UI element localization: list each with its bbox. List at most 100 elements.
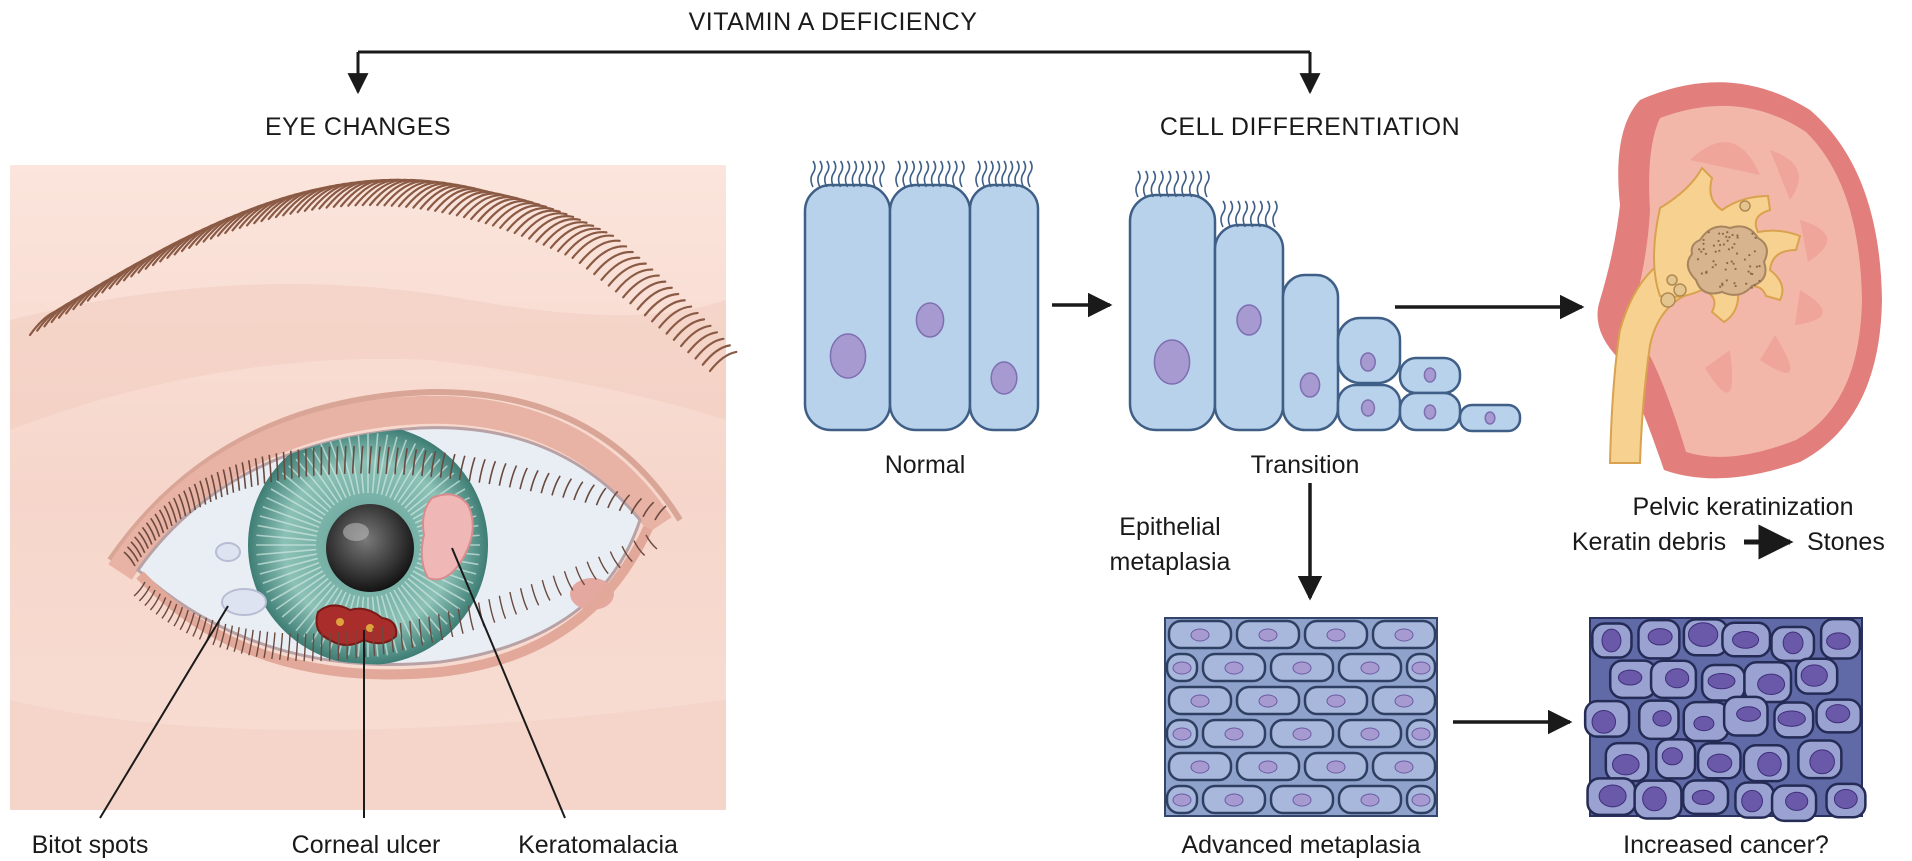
upper-eyelash — [298, 450, 299, 478]
nucleus — [1801, 665, 1827, 686]
stone-grain — [1735, 285, 1737, 287]
stone-grain — [1744, 258, 1746, 260]
nucleus — [1648, 629, 1672, 645]
lower-eyelash — [330, 633, 331, 661]
cilium — [960, 161, 964, 187]
nucleus — [1424, 368, 1435, 382]
nucleus — [1810, 750, 1835, 774]
nucleus — [1259, 695, 1277, 707]
cilium — [996, 161, 1000, 187]
nucleus — [1688, 623, 1717, 647]
nucleus — [1834, 790, 1857, 809]
label-transition: Transition — [1251, 451, 1360, 479]
cilium — [976, 161, 980, 187]
label-bitot-spots: Bitot spots — [32, 831, 149, 859]
stone-grain — [1705, 253, 1707, 255]
cilium — [983, 161, 987, 187]
nucleus — [1665, 669, 1688, 688]
debris-pebble — [1674, 284, 1686, 296]
nucleus — [1173, 728, 1191, 740]
stone-grain — [1737, 236, 1739, 238]
cilium — [903, 161, 907, 187]
nucleus — [1424, 405, 1435, 419]
stone-grain — [1708, 231, 1710, 233]
stone-grain — [1726, 262, 1728, 264]
cilium — [932, 161, 936, 187]
main-title: VITAMIN A DEFICIENCY — [689, 8, 978, 36]
nucleus — [1412, 662, 1430, 674]
stone-grain — [1731, 234, 1733, 236]
cilium — [832, 161, 836, 187]
stone-grain — [1723, 243, 1725, 245]
cilium — [880, 161, 884, 187]
stone-grain — [1733, 282, 1735, 284]
stone-grain — [1751, 287, 1753, 289]
nucleus — [1592, 710, 1615, 733]
nucleus — [1733, 631, 1759, 648]
nucleus — [1618, 670, 1641, 685]
nucleus — [1826, 705, 1850, 723]
advanced-metaplasia-tile — [1165, 618, 1437, 816]
stone-grain — [1719, 286, 1721, 288]
ulcer-speck — [336, 618, 344, 626]
cilium — [852, 161, 856, 187]
nucleus — [1599, 785, 1626, 807]
upper-eyelash — [337, 446, 338, 474]
nucleus — [830, 334, 865, 378]
lower-eyelash — [356, 630, 357, 658]
stone-grain — [1702, 239, 1704, 241]
nucleus — [1412, 794, 1430, 806]
stone-grain — [1700, 251, 1702, 253]
cilium — [859, 161, 863, 187]
cilium — [946, 161, 950, 187]
nucleus — [1327, 695, 1345, 707]
columnar-cell — [1130, 195, 1215, 430]
stone-grain — [1758, 265, 1760, 267]
pupil — [326, 504, 414, 592]
debris-pebble — [1661, 293, 1675, 307]
cilium — [910, 161, 914, 187]
cilium — [1159, 171, 1163, 197]
nucleus — [1361, 794, 1379, 806]
cilium — [818, 161, 822, 187]
nucleus — [1293, 728, 1311, 740]
nucleus — [1173, 794, 1191, 806]
label-keratomalacia: Keratomalacia — [518, 831, 678, 859]
cilium — [1243, 201, 1247, 227]
label-pelvic-keratinization: Pelvic keratinization — [1633, 493, 1854, 521]
stone-grain — [1727, 240, 1729, 242]
cilium — [839, 161, 843, 187]
transition-epithelium — [1130, 171, 1520, 431]
stone-grain — [1726, 231, 1728, 233]
stone-grain — [1719, 244, 1721, 246]
cuboidal-cell — [1283, 275, 1338, 430]
stone-grain — [1722, 233, 1724, 235]
stone-grain — [1749, 265, 1751, 267]
stone-grain — [1736, 252, 1738, 254]
cilium — [1266, 201, 1270, 227]
cilium — [1273, 201, 1277, 227]
eye-heading: EYE CHANGES — [265, 113, 451, 141]
cilium — [989, 161, 993, 187]
nucleus — [916, 303, 943, 337]
nucleus — [1707, 754, 1731, 772]
nucleus — [1225, 728, 1243, 740]
cilium — [917, 161, 921, 187]
stone-grain — [1715, 264, 1717, 266]
nucleus — [1361, 728, 1379, 740]
stone-grain — [1697, 258, 1699, 260]
nucleus — [1827, 633, 1851, 649]
nucleus — [1742, 790, 1763, 811]
cilium — [1136, 171, 1140, 197]
nucleus — [1225, 794, 1243, 806]
nucleus — [1300, 373, 1319, 397]
stone-grain — [1718, 250, 1720, 252]
nucleus — [1191, 695, 1209, 707]
cilium — [873, 161, 877, 187]
cilium — [1228, 201, 1232, 227]
cilium — [1151, 171, 1155, 197]
stone-grain — [1736, 234, 1738, 236]
nucleus — [1361, 662, 1379, 674]
label-epithelial: Epithelial — [1119, 513, 1220, 541]
